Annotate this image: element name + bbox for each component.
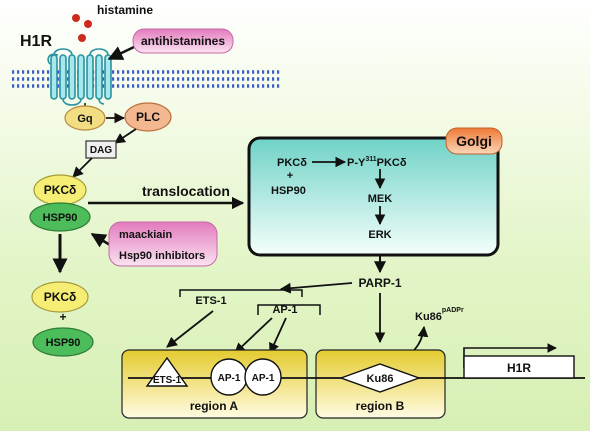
ku86-site [338, 363, 422, 393]
golgi-label: Golgi [456, 133, 492, 149]
hsp90-inhibitors-label: Hsp90 inhibitors [119, 250, 205, 262]
free-hsp90-node [32, 327, 94, 357]
dag-to-pkc-arrow [72, 157, 93, 178]
ets1-site-label: ETS-1 [153, 375, 182, 386]
ap1-label: AP-1 [272, 304, 297, 316]
plus-sign: + [59, 310, 66, 324]
golgi-pkc-label: PKCδ [277, 157, 307, 169]
ku86-padpr-label: Ku86pADPr [415, 307, 464, 323]
plc-label: PLC [136, 110, 160, 124]
h1r-gene-box [463, 355, 575, 379]
region-a-label: region A [190, 399, 239, 413]
golgi-hsp90-label: HSP90 [271, 185, 306, 197]
histamine-dot [84, 20, 92, 28]
inhibitors-box [108, 221, 218, 267]
plc-node [124, 102, 172, 132]
phospho-pkc-label: P-Y311PKCδ [347, 156, 407, 169]
translocation-label: translocation [142, 183, 230, 199]
gq-label: Gq [77, 113, 92, 125]
maackiain-label: maackiain [119, 229, 172, 241]
histamine-label: histamine [97, 3, 153, 17]
histamine-dot [72, 14, 80, 22]
region-b-label: region B [356, 399, 405, 413]
erk-label: ERK [368, 229, 391, 241]
inhibitor-arrow [90, 232, 111, 248]
golgi-plus-sign: + [287, 170, 293, 182]
h1r-receptor-label: H1R [20, 33, 52, 50]
golgi-box [247, 136, 500, 257]
ku86-site-label: Ku86 [367, 373, 394, 385]
hsp90-node [29, 202, 91, 232]
plc-to-dag-arrow [114, 128, 137, 144]
dag-box [85, 140, 117, 159]
golgi-tag [445, 127, 503, 155]
free-pkc-delta-label: PKCδ [44, 290, 77, 304]
ap1-site-b [244, 358, 282, 396]
dag-label: DAG [90, 145, 112, 156]
free-pkc-delta-node [31, 281, 89, 313]
ets1-binding-arrow [166, 310, 214, 348]
ap1-bracket [257, 304, 321, 315]
h1r-gene-label: H1R [507, 361, 531, 375]
ets1-site [145, 356, 189, 387]
ap1-site-b-label: AP-1 [252, 373, 275, 384]
histamine-dot [78, 34, 86, 42]
antihistamine-arrow [107, 45, 135, 61]
ets1-label: ETS-1 [195, 295, 226, 307]
antihistamines-box [132, 28, 234, 54]
antihistamines-label: antihistamines [141, 34, 225, 48]
gq-node [64, 105, 106, 131]
mek-label: MEK [368, 193, 393, 205]
pkc-delta-label: PKCδ [44, 183, 77, 197]
parp1-to-tf-arrow [279, 282, 353, 294]
ap1-site-a-label: AP-1 [218, 373, 241, 384]
h1r-receptor [47, 48, 112, 106]
ap1-binding-arrow-2 [269, 317, 287, 354]
hsp90-label: HSP90 [43, 212, 78, 224]
ap1-binding-arrow-1 [234, 317, 273, 354]
parp1-label: PARP-1 [358, 276, 401, 290]
free-hsp90-label: HSP90 [46, 337, 81, 349]
tf-bracket [179, 289, 303, 297]
